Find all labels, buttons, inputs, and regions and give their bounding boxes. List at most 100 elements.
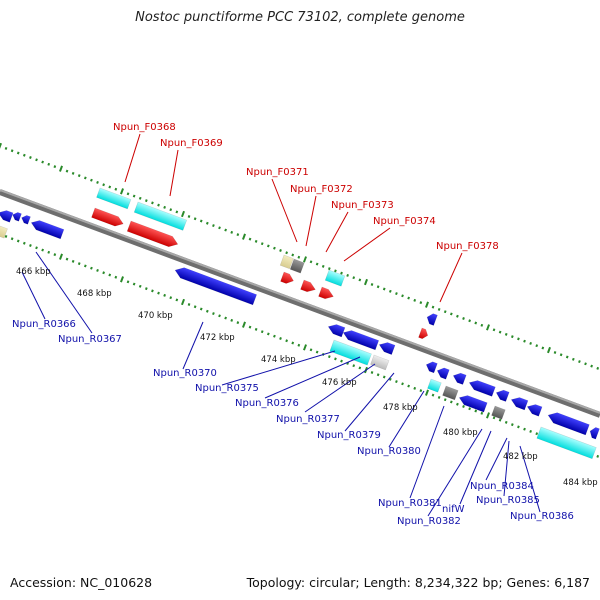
gene-label-reverse[interactable]: Npun_R0386 (510, 511, 574, 522)
gene-label-reverse[interactable]: Npun_R0384 (470, 481, 534, 492)
gene-label-reverse[interactable]: Npun_R0381 (378, 498, 442, 509)
gene-label-forward[interactable]: Npun_F0371 (246, 167, 309, 178)
minor-tick (187, 302, 191, 306)
gene-reverse[interactable] (510, 395, 529, 411)
gene-forward[interactable] (91, 207, 125, 229)
gene-reverse[interactable] (11, 211, 22, 222)
gene-forward[interactable] (318, 286, 336, 301)
map-title: Nostoc punctiforme PCC 73102, complete g… (135, 10, 465, 25)
gene-reverse[interactable] (20, 214, 31, 225)
pseudo-gene[interactable] (491, 405, 506, 420)
minor-tick (102, 183, 105, 187)
kbp-label: 476 kbp (322, 378, 357, 388)
gene-label-forward[interactable]: Npun_F0373 (331, 200, 394, 211)
minor-tick (498, 418, 502, 422)
gene-reverse[interactable] (30, 218, 65, 240)
rna-gene[interactable] (427, 378, 442, 393)
gene-forward[interactable] (280, 271, 296, 286)
gene-label-forward[interactable]: Npun_F0378 (436, 241, 499, 252)
minor-tick (47, 162, 51, 166)
gene-reverse[interactable] (546, 410, 590, 436)
minor-tick (334, 357, 337, 361)
gene-label-reverse[interactable]: Npun_R0380 (357, 446, 421, 457)
gene-reverse[interactable] (327, 322, 346, 338)
gene-label-reverse[interactable]: Npun_R0376 (235, 398, 299, 409)
minor-tick (297, 255, 301, 259)
minor-tick (553, 351, 557, 354)
label-leader-lines (21, 133, 541, 517)
minor-tick (492, 416, 496, 420)
gene-label-reverse[interactable]: Npun_R0385 (476, 495, 540, 506)
gene-reverse[interactable] (588, 426, 600, 440)
gene-reverse[interactable] (526, 402, 543, 417)
rna-gene[interactable] (329, 339, 372, 366)
gene-forward[interactable] (126, 220, 180, 249)
pseudo-gene[interactable] (442, 385, 459, 401)
gene-other[interactable] (0, 225, 8, 239)
minor-tick (193, 217, 197, 221)
gene-label-forward[interactable]: Npun_F0374 (373, 216, 436, 227)
gene-label-forward[interactable]: Npun_F0372 (290, 184, 353, 195)
minor-tick (419, 389, 423, 393)
gene-label-reverse[interactable]: Npun_R0379 (317, 430, 381, 441)
minor-tick (96, 180, 99, 184)
gene-reverse[interactable] (378, 340, 396, 355)
minor-tick (29, 244, 32, 247)
minor-tick (254, 327, 258, 331)
gene-label-reverse[interactable]: Npun_R0382 (397, 516, 461, 527)
gene-reverse[interactable] (436, 366, 450, 380)
minor-tick (596, 366, 600, 370)
gene-label-reverse[interactable]: nifW (442, 504, 465, 515)
gene-reverse[interactable] (458, 393, 488, 413)
gene-reverse[interactable] (468, 378, 496, 397)
reverse-gene-labels[interactable]: Npun_R0366 Npun_R0367 Npun_R0370 Npun_R0… (12, 319, 574, 527)
leader-line (485, 437, 508, 481)
minor-tick (401, 382, 404, 386)
leader-line (503, 440, 510, 497)
gene-reverse[interactable] (495, 388, 510, 402)
rna-gene[interactable] (324, 269, 346, 287)
minor-tick (510, 335, 514, 339)
gene-label-reverse[interactable]: Npun_R0377 (276, 414, 340, 425)
minor-tick (260, 330, 264, 334)
leader-line (182, 321, 204, 370)
gene-reverse[interactable] (173, 265, 257, 306)
leader-line (305, 195, 317, 247)
rna-gene[interactable] (96, 187, 132, 210)
gene-forward[interactable] (300, 279, 318, 294)
minor-tick (126, 192, 130, 196)
gene-label-reverse[interactable]: Npun_R0367 (58, 334, 122, 345)
rna-gene[interactable] (536, 426, 597, 460)
gene-reverse[interactable] (425, 360, 438, 374)
pseudo-gene[interactable] (289, 258, 305, 274)
major-tick (120, 276, 124, 283)
gene-reverse[interactable] (0, 208, 14, 223)
gene-label-reverse[interactable]: Npun_R0366 (12, 319, 76, 330)
rna-gene[interactable] (133, 201, 188, 231)
minor-tick (590, 364, 593, 368)
minor-tick (260, 242, 264, 246)
minor-tick (431, 305, 435, 309)
gene-forward[interactable] (418, 327, 430, 340)
minor-tick (71, 171, 75, 175)
leader-line (344, 372, 395, 432)
gene-reverse[interactable] (342, 328, 380, 351)
gene-label-forward[interactable]: Npun_F0369 (160, 138, 223, 149)
minor-tick (309, 260, 313, 264)
gene-reverse[interactable] (452, 371, 467, 385)
gene-label-forward[interactable]: Npun_F0368 (113, 122, 176, 133)
gene-other[interactable] (279, 254, 294, 270)
minor-tick (205, 221, 209, 225)
leader-line (325, 211, 349, 253)
gene-other[interactable] (370, 354, 390, 371)
gene-reverse[interactable] (425, 312, 438, 326)
gene-label-reverse[interactable]: Npun_R0370 (153, 368, 217, 379)
kbp-label: 468 kbp (77, 289, 112, 299)
leader-line (409, 405, 445, 499)
major-tick (242, 233, 246, 240)
leader-line (343, 227, 391, 262)
major-tick (59, 253, 63, 260)
minor-tick (584, 362, 587, 366)
gene-label-reverse[interactable]: Npun_R0375 (195, 383, 259, 394)
forward-gene-labels[interactable]: Npun_F0368 Npun_F0369 Npun_F0371 Npun_F0… (113, 122, 499, 252)
